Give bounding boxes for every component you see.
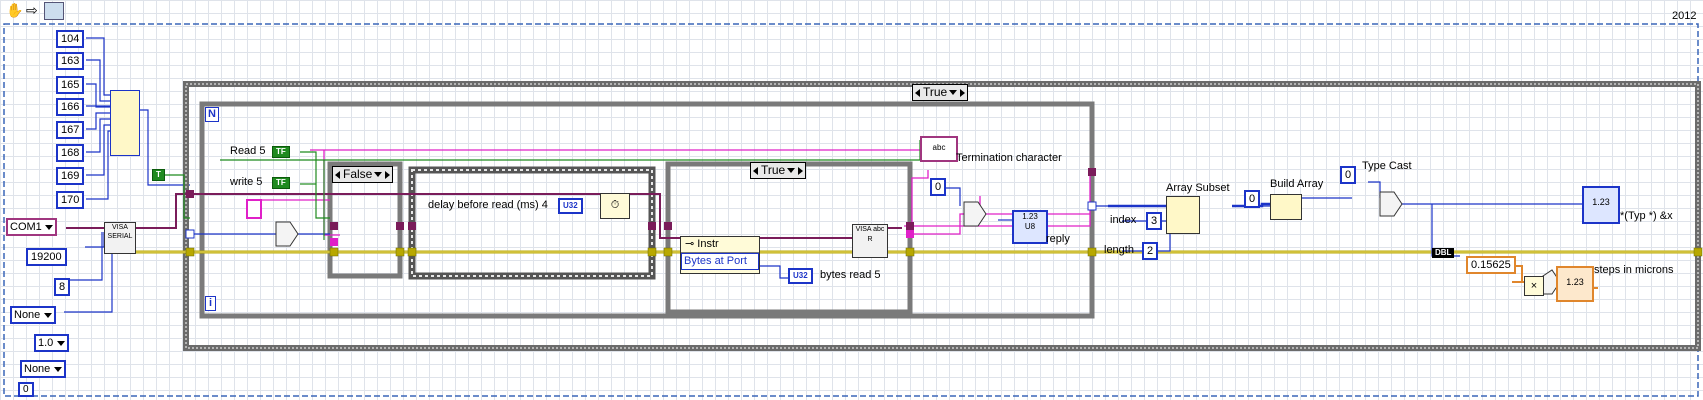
loop-count-terminal: N (205, 107, 219, 122)
select-nodes (275, 191, 1561, 295)
array-constant-5[interactable]: 167 (56, 121, 85, 139)
write5-label: write 5 (230, 176, 263, 188)
visa-configure-serial-node[interactable]: VISA SERIAL (104, 222, 136, 254)
build-array-label: Build Array (1270, 178, 1324, 190)
case-outer-selector[interactable]: True (912, 84, 969, 101)
case-inner-selector[interactable]: True (750, 162, 807, 179)
steps-label: steps in microns (1594, 264, 1674, 276)
read5-bool[interactable]: TF (272, 146, 290, 158)
termination-abc-indicator: abc (920, 136, 958, 162)
build-array-node-2[interactable] (1270, 194, 1302, 220)
hand-tool-icon[interactable]: ✋ (6, 2, 24, 18)
build-array-node-1[interactable] (110, 90, 140, 156)
data-bits-constant[interactable]: 8 (54, 278, 71, 296)
steps-indicator: 1.23 (1556, 266, 1594, 302)
u32-delay-constant[interactable]: U32 (558, 198, 583, 214)
typ-label: *(Typ *) &x (1620, 210, 1673, 222)
multiplier-constant[interactable]: 0.15625 (1466, 256, 1516, 274)
version-label: 2012 (1672, 10, 1697, 22)
reply-label: reply (1046, 233, 1070, 245)
bool-true-constant[interactable]: T (152, 169, 165, 181)
read5-label: Read 5 (230, 145, 266, 157)
index-constant[interactable]: 3 (1146, 212, 1163, 230)
array-constant-4[interactable]: 166 (56, 98, 85, 116)
type-cast-label: Type Cast (1362, 160, 1412, 172)
visa-resource-control[interactable]: COM1 (6, 218, 57, 236)
array-subset-label: Array Subset (1166, 182, 1230, 194)
array-constant-1[interactable]: 104 (56, 30, 85, 48)
index-label: index (1110, 214, 1137, 226)
stop-bits-enum[interactable]: 1.0 (34, 334, 70, 352)
wait-ms-node[interactable]: ⏱ (600, 193, 630, 219)
u32-bytes-indicator: U32 (788, 268, 813, 284)
write5-bool[interactable]: TF (272, 177, 290, 189)
visa-read-node[interactable]: VISA abc R (852, 224, 888, 258)
array-wires (60, 37, 190, 313)
timeout-constant[interactable]: 0 (18, 382, 34, 397)
step-arrow-icon[interactable]: ⇨ (26, 2, 38, 18)
flow-control-enum[interactable]: None (20, 360, 67, 378)
baud-rate-constant[interactable]: 19200 (26, 248, 67, 266)
zero-constant-a[interactable]: 0 (930, 178, 947, 196)
property-node[interactable]: ⊸ Instr Bytes at Port (680, 236, 760, 274)
loop-iteration-terminal: i (205, 296, 217, 311)
array-constant-3[interactable]: 165 (56, 76, 85, 94)
zero-constant-b[interactable]: 0 (1244, 190, 1261, 208)
parity-enum[interactable]: None (10, 306, 57, 324)
bytes-at-port-property[interactable]: Bytes at Port (681, 253, 759, 270)
length-label: length (1104, 244, 1134, 256)
array-constant-8[interactable]: 170 (56, 191, 85, 209)
array-constant-6[interactable]: 168 (56, 144, 85, 162)
outer-frame (3, 23, 1699, 397)
property-class: ⊸ Instr (681, 237, 759, 253)
case-false-selector[interactable]: False (332, 166, 394, 183)
array-constant-2[interactable]: 163 (56, 52, 85, 70)
array-subset-node[interactable] (1166, 196, 1200, 234)
highlight-execution-icon[interactable] (44, 2, 64, 20)
length-constant[interactable]: 2 (1142, 242, 1159, 260)
array-constant-7[interactable]: 169 (56, 167, 85, 185)
string-constant-small[interactable] (246, 199, 262, 219)
bytes-read-label: bytes read 5 (820, 269, 881, 281)
termination-label: Termination character (956, 152, 1062, 164)
dbl-convert-node[interactable]: DBL (1432, 248, 1455, 258)
delay-label: delay before read (ms) 4 (428, 199, 548, 211)
multiply-node[interactable]: × (1524, 276, 1544, 296)
zero-constant-c[interactable]: 0 (1340, 166, 1357, 184)
typ-indicator: 1.23 (1582, 186, 1620, 224)
